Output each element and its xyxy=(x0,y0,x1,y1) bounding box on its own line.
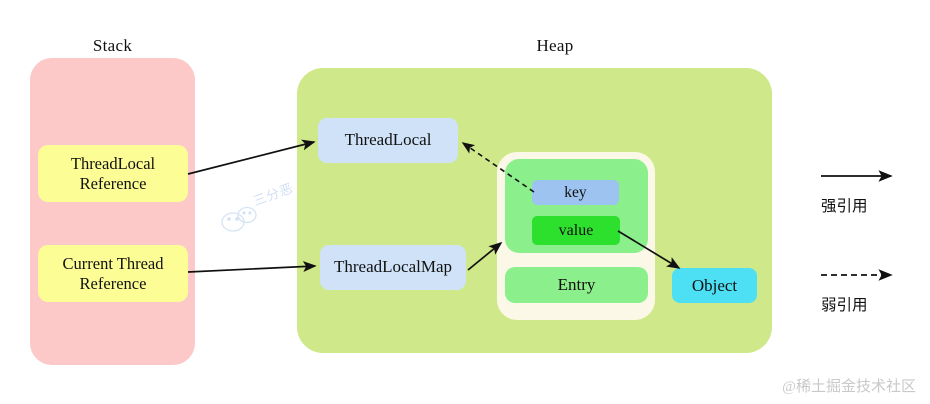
threadlocalmap-box: ThreadLocalMap xyxy=(320,245,466,290)
threadlocal-reference-line2: Reference xyxy=(79,173,147,193)
legend-label-strong-reference: 强引用 xyxy=(821,198,868,215)
entry-value-box: value xyxy=(532,216,620,245)
entry-name-box: Entry xyxy=(505,267,648,303)
threadlocal-box: ThreadLocal xyxy=(318,118,458,163)
legend-label-weak-reference: 弱引用 xyxy=(821,297,868,314)
entry-key-box: key xyxy=(532,180,619,205)
arrow-threadlocalref-to-threadlocal xyxy=(187,139,316,175)
stack-title: Stack xyxy=(92,36,133,55)
threadlocal-reference-line1: ThreadLocal xyxy=(70,153,156,173)
current-thread-reference-line2: Reference xyxy=(79,273,147,293)
heap-title: Heap xyxy=(536,36,574,55)
stack-region xyxy=(30,58,195,365)
current-thread-reference-line1: Current Thread xyxy=(62,253,164,273)
current-thread-reference-box: Current Thread Reference xyxy=(38,245,188,302)
center-watermark: 三分恶 xyxy=(216,180,316,240)
threadlocal-reference-box: ThreadLocal Reference xyxy=(38,145,188,202)
object-box: Object xyxy=(672,268,757,303)
arrow-currentthreadref-to-threadlocalmap xyxy=(187,261,317,273)
bottom-right-watermark: @稀土掘金技术社区 xyxy=(782,379,916,395)
